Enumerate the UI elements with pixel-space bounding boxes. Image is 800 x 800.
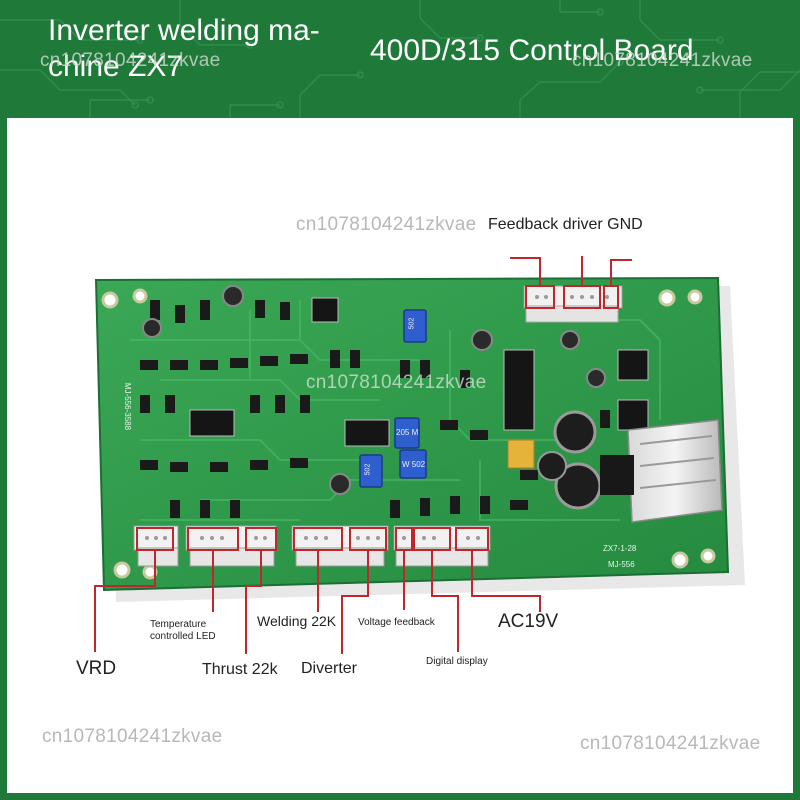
label-thrust: Thrust 22k xyxy=(202,661,278,678)
electrolytic-capacitors xyxy=(142,285,606,510)
watermark: cn1078104241zkvae xyxy=(42,726,223,747)
watermark: cn1078104241zkvae xyxy=(572,50,753,71)
pot-marking: 502 xyxy=(364,463,372,476)
board-marking-model-2: ZX7-1-28 xyxy=(603,544,637,553)
label-welding: Welding 22K xyxy=(257,613,337,629)
title-banner: Inverter welding ma- chine ZX7 400D/315 … xyxy=(0,0,800,118)
pot-marking: 502 xyxy=(408,317,416,330)
circuit-pattern-decoration xyxy=(0,0,800,118)
watermark: cn1078104241zkvae xyxy=(296,214,477,235)
callout-leader-lines xyxy=(94,256,632,654)
banner-title-line1: Inverter welding ma- xyxy=(48,14,320,47)
board-marking-model: MJ-556-3588 xyxy=(123,382,133,431)
smd-components xyxy=(140,300,610,518)
heatsink xyxy=(600,419,723,523)
mounting-holes xyxy=(101,288,716,580)
label-controlled-led: controlled LED xyxy=(150,631,216,642)
trimmer-potentiometers xyxy=(359,309,427,488)
banner-title-right: 400D/315 Control Board xyxy=(370,34,694,67)
top-connectors xyxy=(523,285,623,323)
label-digital-display: Digital display xyxy=(426,656,488,667)
pot-marking: 205 M xyxy=(396,428,419,437)
banner-title-line2: chine ZX7 xyxy=(48,50,184,83)
connector-pins xyxy=(145,295,609,540)
label-diverter: Diverter xyxy=(301,660,358,677)
watermark: cn1078104241zkvae xyxy=(306,372,487,393)
board-marking-model-3: MJ-556 xyxy=(608,560,635,569)
watermark: cn1078104241zkvae xyxy=(580,733,761,754)
label-feedback-driver-gnd: Feedback driver GND xyxy=(488,216,643,233)
label-ac19v: AC19V xyxy=(498,611,559,632)
watermark: cn1078104241zkvae xyxy=(40,50,221,71)
pot-marking: W 502 xyxy=(402,460,426,469)
label-voltage-feedback: Voltage feedback xyxy=(358,617,435,628)
bottom-connectors xyxy=(133,525,491,567)
label-temperature: Temperature xyxy=(150,619,207,630)
label-vrd: VRD xyxy=(76,658,117,679)
film-capacitor xyxy=(507,439,535,469)
